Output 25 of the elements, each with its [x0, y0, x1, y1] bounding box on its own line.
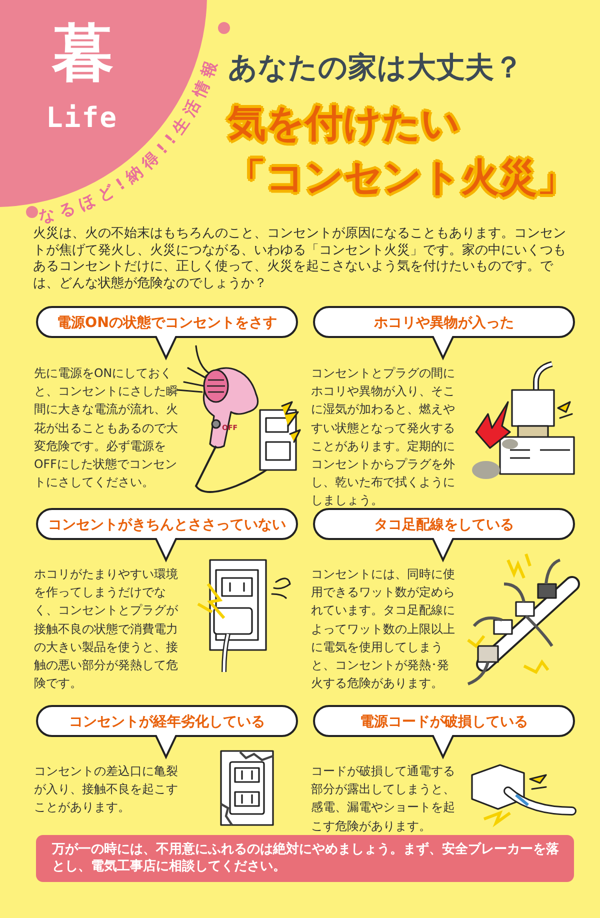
bubble-heading: 電源ONの状態でコンセントをさす — [56, 314, 278, 332]
body-text: コンセントの差込口に亀裂が入り、接触不良を起こすことがあります。 — [34, 763, 179, 816]
intro-paragraph: 火災は、火の不始末はもちろんのこと、コンセントが原因になることもあります。コンセントが焦げて発火し、火災につながる、いわゆる「コンセント火災」です。家の中にいくつもあるコンセントだけに、正しく使って、火災を起こさないよう気を付けたいものです。では、どんな状態が危険なのでしょうか？ — [33, 226, 567, 292]
speech-bubble — [313, 705, 575, 759]
speech-bubble — [313, 306, 575, 360]
body-text: 先に電源をONにしておくと、コンセントにさした瞬間に大きな電流が流れ、火花が出ることもあるので大変危険です。必ず電源をOFFにした状態でコンセントにさしてください。 — [34, 365, 179, 492]
body-text: コンセントとプラグの間にホコリや異物が入り、そこに湿気が加わると、燃えやすい状態となって発火することがあります。定期的にコンセントからプラグを外し、乾いた布で拭くようにしましょう。 — [311, 365, 456, 510]
body-text: コンセントには、同時に使用できるワット数が定められています。タコ足配線によってワット数の上限以上に電気を使用してしまうと、コンセントが発熱･発火する危険があります。 — [311, 566, 456, 692]
main-title: 気を付けたい「コンセント火災」 — [228, 100, 576, 201]
body-text: ホコリがたまりやすい環境を作ってしまうだけでなく、コンセントとプラグが接触不良の状態で消費電力の大きい製品を使うと、接触の悪い部分が発熱して危険です。 — [34, 566, 179, 692]
warning-banner — [36, 835, 574, 882]
badge-kanji: 暮 — [50, 22, 115, 84]
body-text: コードが破損して通電する部分が露出してしまうと、感電、漏電やショートを起こす危険があります。 — [311, 763, 456, 835]
speech-bubble — [313, 508, 575, 562]
speech-bubble — [36, 705, 298, 759]
warning-text: 万が一の時には、不用意にふれるのは絶対にやめましょう。まず、安全ブレーカーを落とし、電気工事店に相談してください。 — [52, 841, 560, 875]
badge-word: Life — [46, 104, 118, 132]
bubble-heading: 電源コードが破損している — [359, 712, 529, 732]
speech-bubble — [36, 508, 298, 562]
bubble-heading: ホコリや異物が入った — [373, 314, 515, 332]
bubble-heading: コンセントがきちんとささっていない — [47, 516, 287, 534]
bubble-heading: タコ足配線をしている — [373, 516, 515, 534]
speech-bubble — [36, 306, 298, 360]
bubble-heading: コンセントが経年劣化している — [68, 712, 266, 732]
subtitle: あなたの家は大丈夫？ — [228, 50, 523, 85]
